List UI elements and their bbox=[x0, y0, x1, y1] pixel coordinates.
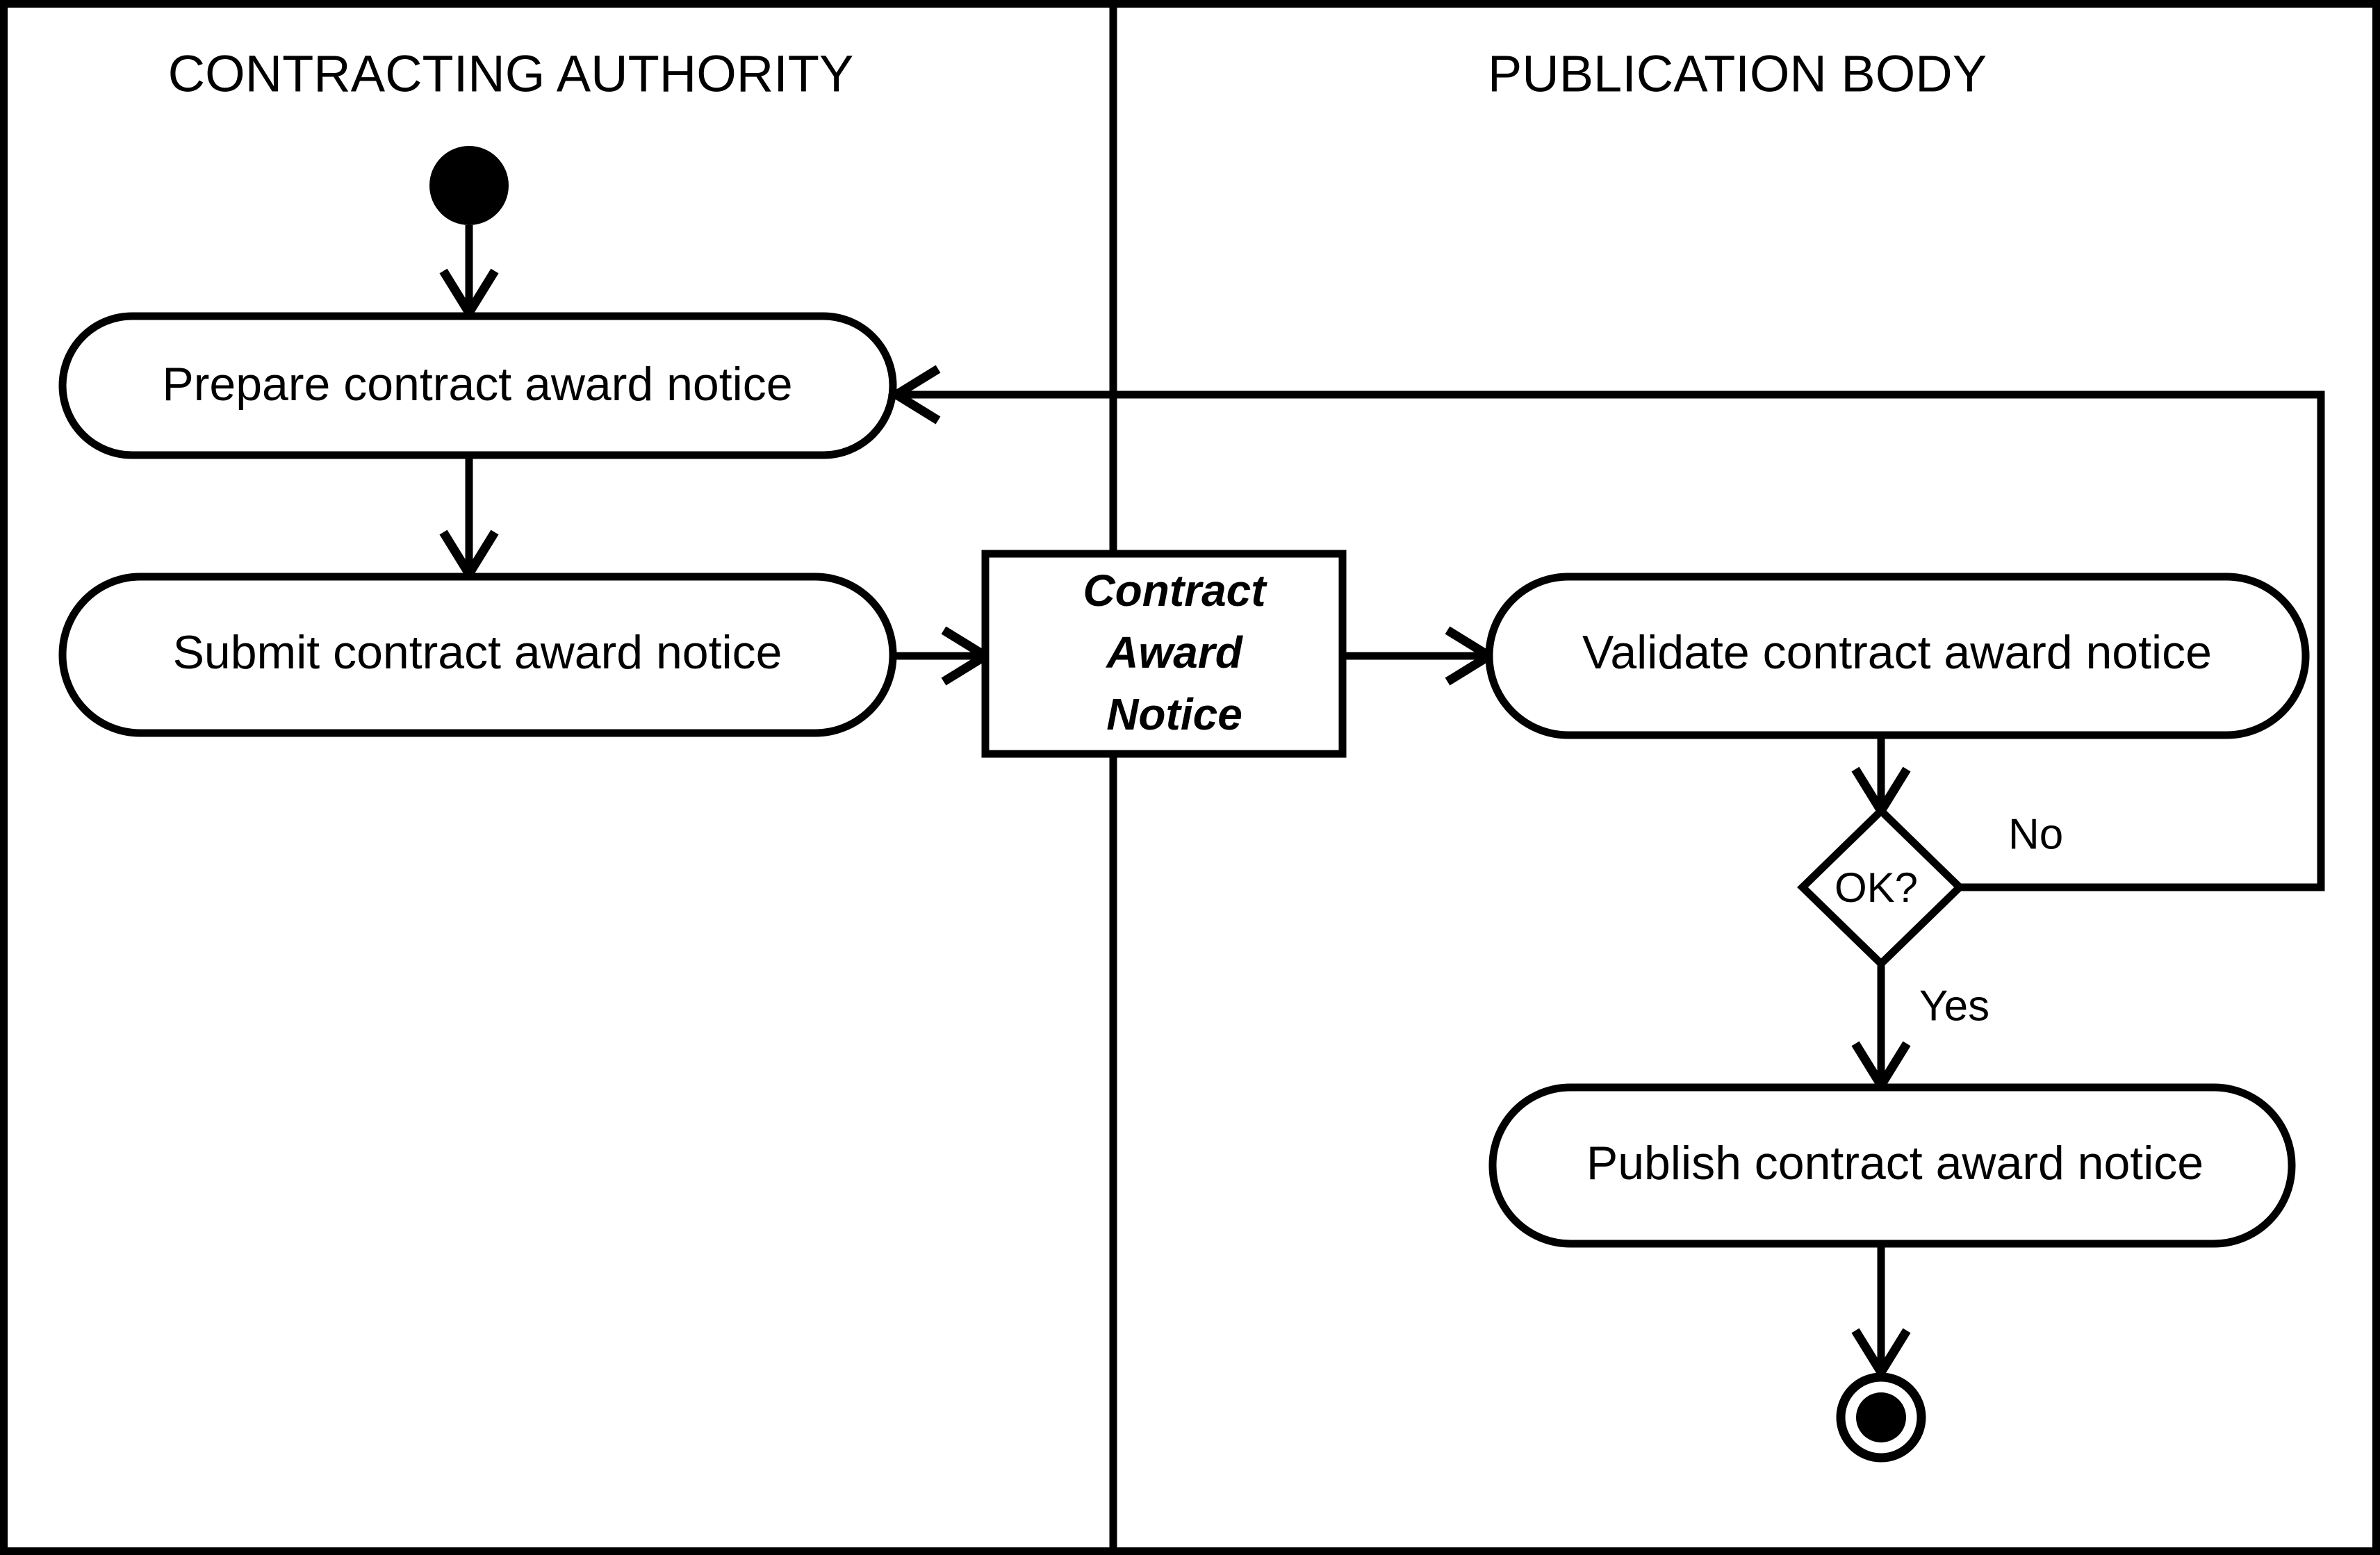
object-node-line-1: Contract bbox=[1083, 566, 1267, 616]
action-validate-label: Validate contract award notice bbox=[1582, 626, 2212, 679]
action-prepare[interactable] bbox=[58, 312, 897, 459]
action-publish-label: Publish contract award notice bbox=[1586, 1137, 2203, 1190]
final-node-core bbox=[1856, 1392, 1906, 1442]
action-publish[interactable] bbox=[1488, 1083, 2296, 1248]
action-prepare-label: Prepare contract award notice bbox=[162, 358, 792, 411]
edge-decision-no-to-prepare bbox=[896, 390, 2325, 891]
object-node-line-2: Award bbox=[1105, 627, 1244, 677]
object-node-line-3: Notice bbox=[1106, 689, 1242, 739]
initial-node bbox=[429, 146, 509, 225]
arrowhead-publish-to-end bbox=[1851, 1328, 1911, 1381]
arrowhead-decision-no-to-prepare bbox=[887, 365, 941, 425]
decision-node-label: OK? bbox=[1835, 864, 1918, 911]
lane-title-contracting-authority: CONTRACTING AUTHORITY bbox=[168, 45, 854, 103]
guard-label-yes: Yes bbox=[1919, 982, 1989, 1030]
action-validate[interactable] bbox=[1485, 573, 2310, 739]
action-submit-label: Submit contract award notice bbox=[173, 626, 782, 679]
final-node-ring bbox=[1836, 1372, 1926, 1463]
guard-label-no: No bbox=[2008, 810, 2063, 858]
lane-title-publication-body: PUBLICATION BODY bbox=[1488, 45, 1987, 103]
